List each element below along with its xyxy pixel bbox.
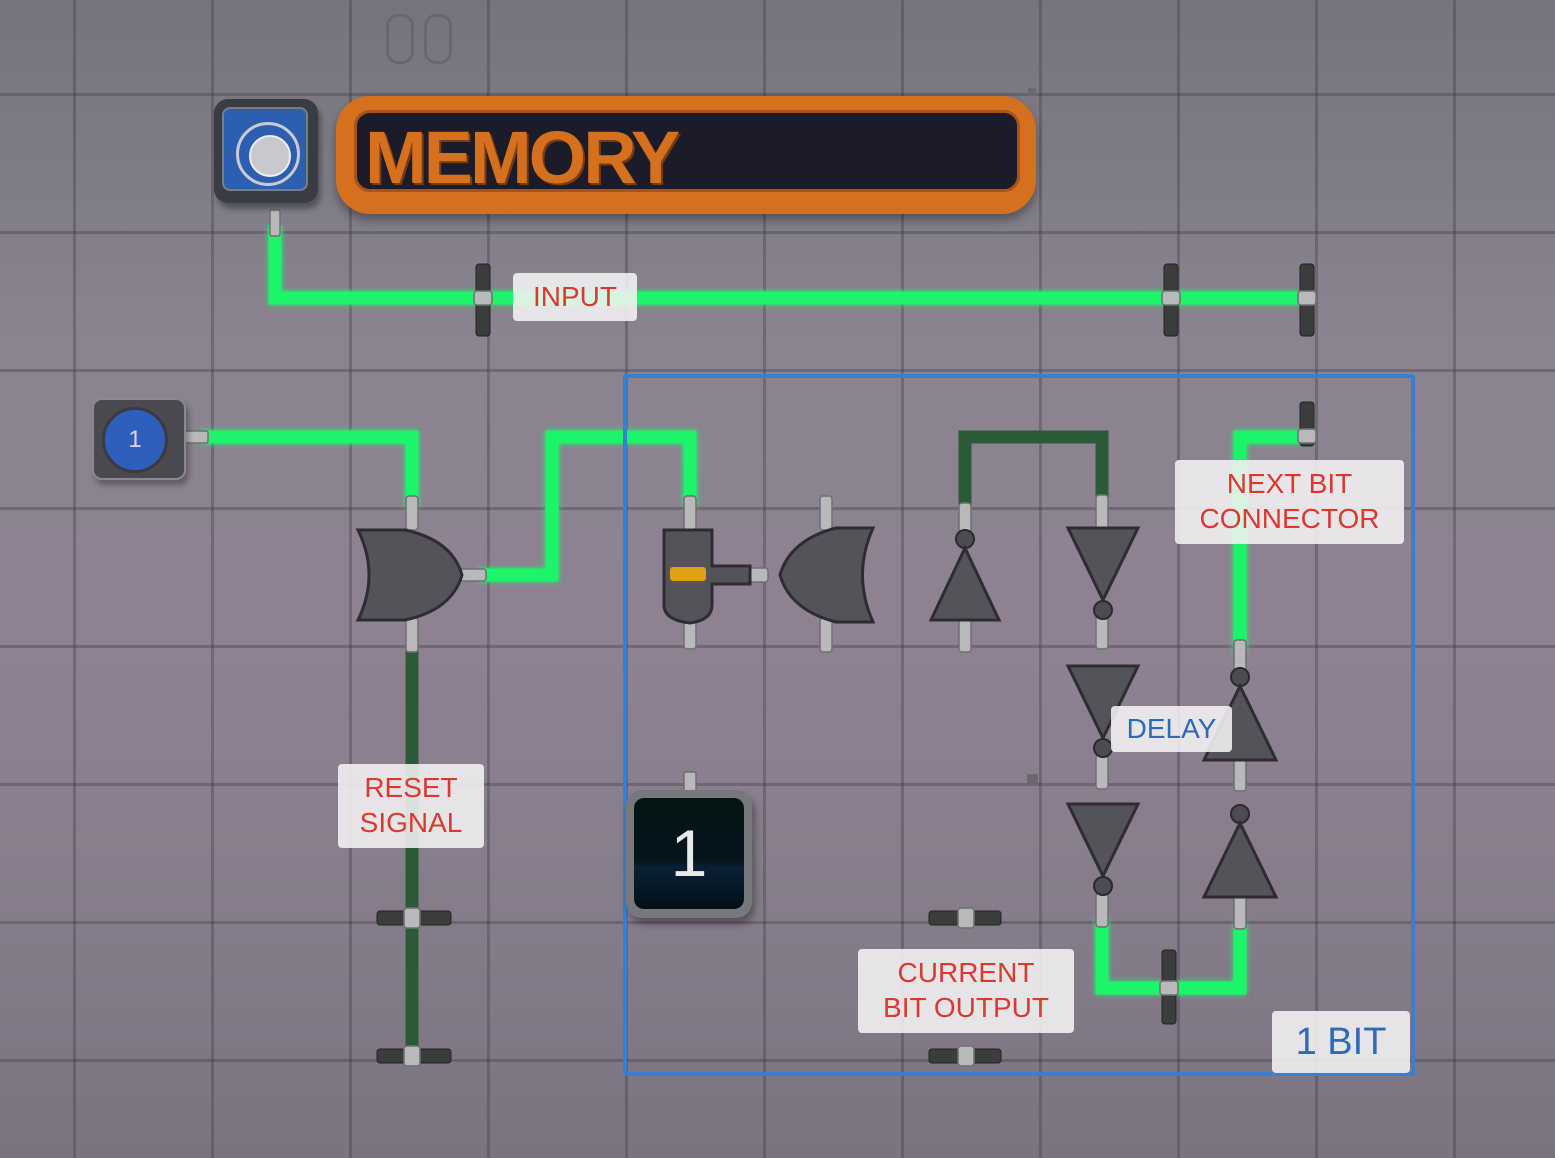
not-gate-up[interactable] — [928, 502, 1002, 653]
output-display: 1 — [626, 790, 752, 918]
wire-clip[interactable] — [376, 907, 452, 929]
output-display-value: 1 — [634, 798, 744, 909]
wire-next-bit-connector[interactable] — [1233, 430, 1311, 652]
not-gate-delay-1[interactable] — [1065, 664, 1141, 790]
label-current-bit-output: CURRENT BIT OUTPUT — [858, 949, 1074, 1033]
ghost-slot-right — [424, 14, 452, 64]
title-sign: MEMORY — [336, 96, 1036, 214]
anchor-marker — [1027, 774, 1038, 785]
latch-indicator — [670, 567, 706, 581]
label-reset-signal-line1: RESET — [364, 772, 458, 803]
wire-clip[interactable] — [928, 907, 1002, 929]
not-gate-delay-4[interactable] — [1201, 804, 1279, 930]
power-button[interactable] — [214, 99, 318, 203]
label-reset-signal: RESET SIGNAL — [338, 764, 484, 848]
title-panel: MEMORY — [354, 110, 1020, 199]
power-dial-icon — [236, 122, 300, 186]
label-next-bit-connector: NEXT BIT CONNECTOR — [1175, 460, 1404, 544]
label-one-bit: 1 BIT — [1272, 1011, 1410, 1073]
wire-power-to-input-bus[interactable] — [268, 225, 1311, 305]
wire-reset-or-to-latch[interactable] — [477, 430, 697, 582]
latch-gate[interactable] — [662, 495, 769, 650]
page-title: MEMORY — [365, 116, 680, 199]
wire-clip[interactable] — [376, 1045, 452, 1067]
wire-clip[interactable] — [1159, 949, 1179, 1025]
wire-clip[interactable] — [473, 263, 493, 337]
or-gate-set[interactable] — [778, 495, 876, 653]
wire-clip[interactable] — [928, 1045, 1002, 1067]
label-reset-signal-line2: SIGNAL — [359, 807, 463, 838]
label-current-bit-line1: CURRENT — [897, 957, 1035, 988]
wire-button-to-reset-or[interactable] — [199, 430, 419, 507]
input-button-label: 1 — [102, 407, 168, 473]
label-input: INPUT — [513, 273, 637, 321]
wire-clip[interactable] — [1161, 263, 1181, 337]
power-button-pin — [269, 209, 281, 237]
power-dial-core — [249, 135, 291, 177]
label-next-bit-line2: CONNECTOR — [1199, 503, 1380, 534]
input-button[interactable]: 1 — [92, 398, 186, 480]
not-gate-down[interactable] — [1065, 494, 1141, 650]
label-next-bit-line1: NEXT BIT — [1226, 468, 1353, 499]
wire-delay-loop-top[interactable] — [958, 430, 1109, 512]
anchor-marker — [1028, 88, 1036, 96]
label-delay: DELAY — [1111, 706, 1232, 752]
wire-clip[interactable] — [1297, 263, 1317, 337]
label-current-bit-line2: BIT OUTPUT — [883, 992, 1049, 1023]
one-bit-region — [623, 374, 1415, 1076]
power-button-face — [222, 107, 308, 191]
or-gate-reset[interactable] — [355, 495, 487, 653]
ghost-slot-left — [386, 14, 414, 64]
wire-clip[interactable] — [1297, 401, 1317, 447]
not-gate-delay-2[interactable] — [1065, 802, 1141, 928]
